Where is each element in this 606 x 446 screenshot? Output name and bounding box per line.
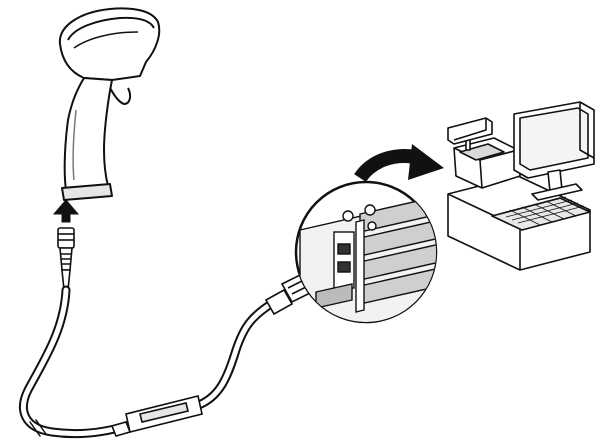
interface-cable <box>19 285 279 439</box>
rj-connector <box>57 227 75 291</box>
insert-arrow-icon <box>52 199 80 223</box>
barcode-scanner <box>58 7 161 201</box>
cable-ferrite <box>110 395 203 437</box>
inset-to-terminal-arrow-icon <box>354 144 444 183</box>
port-inset <box>294 180 438 324</box>
pos-terminal <box>447 101 595 271</box>
